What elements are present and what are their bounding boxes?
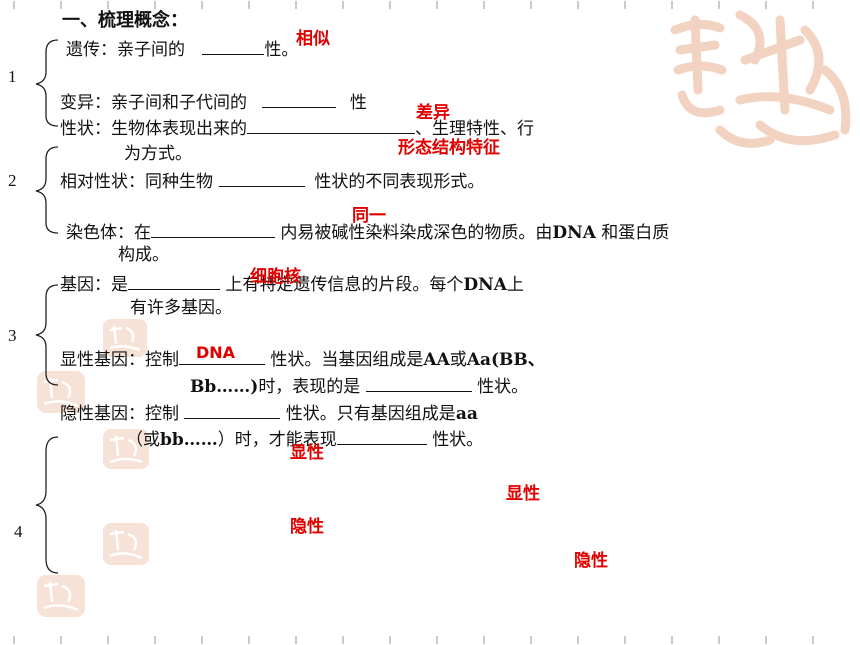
yinxing-cont-a: （或 [126,430,160,450]
decorative-seal-small-3 [103,429,149,469]
xianxing-text: 显性基因：控制 [60,350,179,370]
yinxing-text: 隐性基因：控制 [60,404,179,424]
answer-xingtai: 形态结构特征 [398,138,500,158]
answer-xibaohe: 细胞核 [250,267,301,287]
line-bianyi: 变异：亲子间和子代间的 性 [60,91,367,113]
decorative-seal-small-5 [37,575,85,617]
ranseti-text-mid: 内易被碱性染料染成深色的物质。由 [280,223,553,243]
section-heading: 一、梳理概念： [62,10,188,31]
yichuan-blank [202,38,265,55]
ranseti-dna: DNA [552,223,596,243]
line-ranseti: 染色体：在 内易被碱性染料染成深色的物质。由DNA 和蛋白质 [66,221,669,243]
xingzhuang-text: 性状：生物体表现出来的 [60,119,247,139]
xianxing-blank-2 [365,375,472,392]
line-xiangdui: 相对性状：同种生物 性状的不同表现形式。 [60,170,484,192]
yinxing-text-mid: 性状。只有基因组成是 [285,404,456,424]
yinxing-blank [184,402,281,419]
brace-1 [35,39,59,127]
xianxing-cont-text-2: 性状。 [477,377,529,397]
decorative-seal-small-1 [103,319,147,357]
xingzhuang-text-post: 、生理特性、行 [415,119,534,139]
xiangdui-blank [219,170,305,187]
answer-yinxing-2: 隐性 [574,551,608,571]
brace-2 [35,146,59,234]
line-yinxing-cont: （或bb……）时，才能表现 性状。 [126,428,483,450]
line-xianxing: 显性基因：控制 性状。当基因组成是AA或Aa(BB、 [60,348,545,370]
group-number-2: 2 [8,171,17,190]
jiyin-text: 基因：是 [60,275,128,295]
answer-dna: DNA [196,343,236,362]
line-yinxing: 隐性基因：控制 性状。只有基因组成是aa [60,402,478,424]
xianxing-aa2: Aa(BB、 [466,350,545,370]
answer-chayi: 差异 [416,103,450,123]
yichuan-text-post: 性。 [264,40,299,60]
brace-3 [35,284,59,386]
bianyi-text-post: 性 [349,93,367,113]
jiyin-blank [128,273,220,290]
xianxing-aa: AA [423,350,450,370]
yinxing-cont-c: ）时，才能表现 [217,430,337,450]
xianxing-or: 或 [449,350,467,370]
xianxing-cont-text: 时，表现的是 [258,377,361,397]
bottom-ruler [13,636,814,644]
xianxing-blank [179,348,265,365]
line-xianxing-cont: Bb……)时，表现的是 性状。 [190,375,528,397]
answer-tongyi: 同一 [352,206,386,226]
yinxing-aa: aa [455,404,478,424]
yinxing-blank-2 [336,428,427,445]
jiyin-text-mid: 上有特定遗传信息的片段。每个 [225,275,464,295]
xiangdui-text: 相对性状：同种生物 [60,172,213,192]
answer-xianxing-1: 显性 [290,443,324,463]
answer-xiangsi: 相似 [296,29,330,49]
line-xingzhuang: 性状：生物体表现出来的 、生理特性、行 [60,117,534,139]
group-number-1: 1 [8,67,17,86]
ranseti-text-post: 和蛋白质 [601,223,670,243]
ranseti-text: 染色体：在 [66,223,151,243]
brace-4 [35,436,59,574]
yichuan-text: 遗传：亲子间的 [66,40,185,60]
bianyi-blank [262,91,337,108]
xingzhuang-blank [247,117,415,134]
jiyin-dna: DNA [463,275,507,295]
group-number-3: 3 [8,326,17,345]
answer-yinxing-1: 隐性 [290,517,324,537]
xiangdui-text-post: 性状的不同表现形式。 [314,172,485,192]
xianxing-bb: Bb……) [190,377,259,397]
line-jiyin-cont: 有许多基因。 [130,298,232,318]
line-yichuan: 遗传：亲子间的 性。 [66,38,298,60]
bianyi-text: 变异：亲子间和子代间的 [60,93,247,113]
answer-xianxing-2: 显性 [506,484,540,504]
line-xingzhuang-cont: 为方式。 [124,144,192,164]
decorative-seal-large [670,10,851,148]
line-jiyin: 基因：是 上有特定遗传信息的片段。每个DNA上 [60,273,524,295]
yinxing-cont-text-2: 性状。 [432,430,484,450]
yinxing-bb: bb…… [160,430,218,450]
ranseti-blank [151,221,275,238]
group-number-4: 4 [14,522,23,541]
xianxing-text-mid: 性状。当基因组成是 [270,350,424,370]
jiyin-text-post: 上 [506,275,524,295]
decorative-seal-small-4 [103,523,149,565]
top-ruler [13,1,814,9]
line-ranseti-cont: 构成。 [118,245,169,265]
